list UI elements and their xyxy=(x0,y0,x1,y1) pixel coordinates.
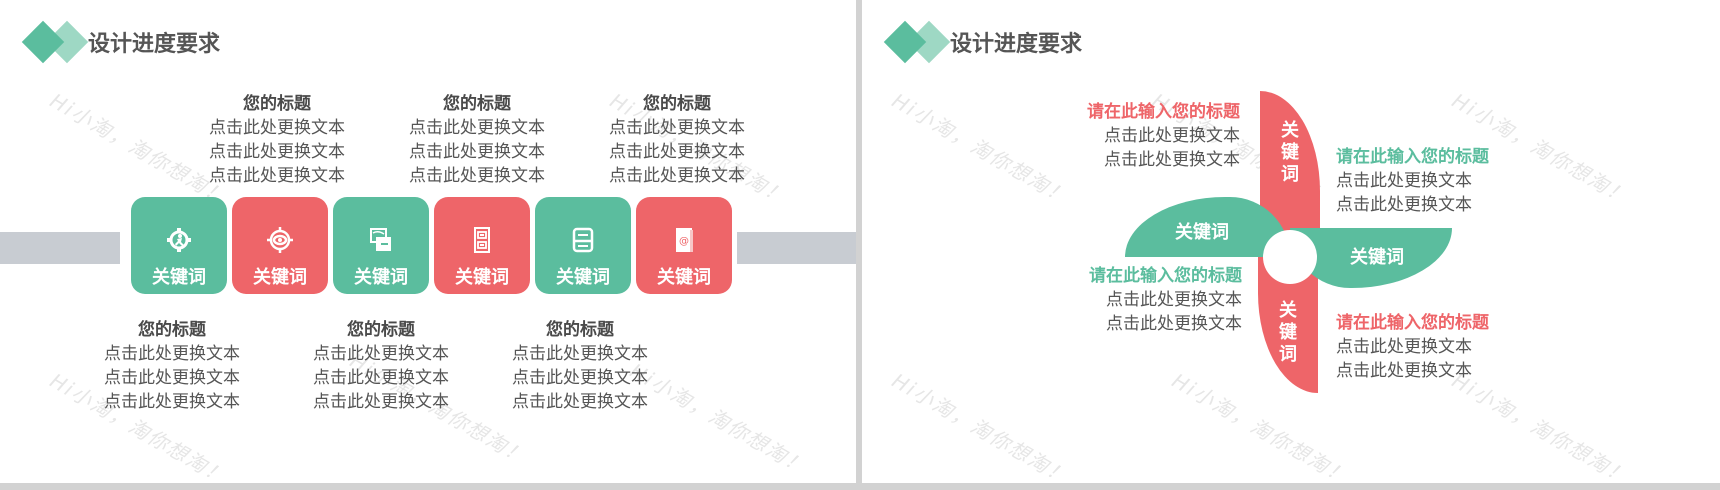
block-line: 点击此处更换文本 xyxy=(209,142,345,162)
petal-label-right: 关键词 xyxy=(1350,247,1404,268)
keyword-tile-4[interactable]: 关键词 xyxy=(434,197,530,294)
block-line: 点击此处更换文本 xyxy=(1336,195,1472,215)
documents-icon xyxy=(333,227,429,253)
gear-runner-icon xyxy=(131,227,227,253)
tile-label: 关键词 xyxy=(354,267,408,288)
block-title: 请在此输入您的标题 xyxy=(1336,313,1489,333)
block-title: 您的标题 xyxy=(243,94,311,114)
center-circle xyxy=(1263,230,1317,284)
block-line: 点击此处更换文本 xyxy=(409,118,545,138)
tile-label: 关键词 xyxy=(455,267,509,288)
block-title: 您的标题 xyxy=(347,320,415,340)
block-line: 点击此处更换文本 xyxy=(512,368,648,388)
block-line: 点击此处更换文本 xyxy=(512,392,648,412)
block-line: 点击此处更换文本 xyxy=(313,368,449,388)
petal-label-top: 关键词 xyxy=(1281,120,1299,185)
keyword-tile-3[interactable]: 关键词 xyxy=(333,197,429,294)
tile-label: 关键词 xyxy=(152,267,206,288)
block-line: 点击此处更换文本 xyxy=(609,142,745,162)
keyword-tile-1[interactable]: 关键词 xyxy=(131,197,227,294)
block-line: 点击此处更换文本 xyxy=(609,166,745,186)
block-line: 点击此处更换文本 xyxy=(1106,290,1242,310)
petal-label-left: 关键词 xyxy=(1175,222,1229,243)
tile-label: 关键词 xyxy=(253,267,307,288)
eye-target-icon xyxy=(232,227,328,253)
text-block-bottom-right: 请在此输入您的标题 点击此处更换文本 点击此处更换文本 xyxy=(1336,311,1566,383)
block-line: 点击此处更换文本 xyxy=(409,166,545,186)
block-title: 请在此输入您的标题 xyxy=(1336,147,1489,167)
text-block: 您的标题 点击此处更换文本 点击此处更换文本 点击此处更换文本 xyxy=(296,318,466,414)
block-title: 您的标题 xyxy=(138,320,206,340)
printer-icon xyxy=(535,227,631,253)
text-block-top-right: 请在此输入您的标题 点击此处更换文本 点击此处更换文本 xyxy=(1336,145,1566,217)
timeline-bar-right xyxy=(737,232,856,264)
svg-text:@: @ xyxy=(679,236,689,247)
block-title: 您的标题 xyxy=(443,94,511,114)
block-line: 点击此处更换文本 xyxy=(1104,150,1240,170)
block-line: 点击此处更换文本 xyxy=(1106,314,1242,334)
watermark: Hi小淘，淘你想淘！ xyxy=(1168,368,1354,483)
text-block-bottom-left: 请在此输入您的标题 点击此处更换文本 点击此处更换文本 xyxy=(1012,264,1242,336)
text-block: 您的标题 点击此处更换文本 点击此处更换文本 点击此处更换文本 xyxy=(87,318,257,414)
text-block: 您的标题 点击此处更换文本 点击此处更换文本 点击此处更换文本 xyxy=(192,92,362,188)
slide-left[interactable]: Hi小淘，淘你想淘！ Hi小淘，淘你想淘！ Hi小淘，淘你想淘！ Hi小淘，淘你… xyxy=(0,0,856,483)
address-book-icon: @ xyxy=(636,227,732,253)
block-line: 点击此处更换文本 xyxy=(104,368,240,388)
block-line: 点击此处更换文本 xyxy=(609,118,745,138)
petal-label-bottom: 关键词 xyxy=(1279,300,1297,365)
block-line: 点击此处更换文本 xyxy=(313,344,449,364)
keyword-tile-6[interactable]: @ 关键词 xyxy=(636,197,732,294)
block-line: 点击此处更换文本 xyxy=(209,118,345,138)
filing-cabinet-icon xyxy=(434,227,530,253)
diamond-dark-icon xyxy=(883,20,927,64)
block-line: 点击此处更换文本 xyxy=(209,166,345,186)
timeline-bar-left xyxy=(0,232,120,264)
text-block: 您的标题 点击此处更换文本 点击此处更换文本 点击此处更换文本 xyxy=(592,92,762,188)
block-line: 点击此处更换文本 xyxy=(409,142,545,162)
block-line: 点击此处更换文本 xyxy=(313,392,449,412)
block-line: 点击此处更换文本 xyxy=(104,392,240,412)
block-title: 请在此输入您的标题 xyxy=(1089,266,1242,286)
keyword-tile-2[interactable]: 关键词 xyxy=(232,197,328,294)
diamond-dark-icon xyxy=(21,20,65,64)
page-title: 设计进度要求 xyxy=(950,32,1083,57)
block-line: 点击此处更换文本 xyxy=(1336,171,1472,191)
block-line: 点击此处更换文本 xyxy=(1104,126,1240,146)
watermark: Hi小淘，淘你想淘！ xyxy=(888,368,1074,483)
text-block-top-left: 请在此输入您的标题 点击此处更换文本 点击此处更换文本 xyxy=(1010,100,1240,172)
block-line: 点击此处更换文本 xyxy=(1336,337,1472,357)
block-title: 您的标题 xyxy=(546,320,614,340)
block-line: 点击此处更换文本 xyxy=(104,344,240,364)
text-block: 您的标题 点击此处更换文本 点击此处更换文本 点击此处更换文本 xyxy=(392,92,562,188)
block-line: 点击此处更换文本 xyxy=(512,344,648,364)
page-title: 设计进度要求 xyxy=(88,32,221,57)
keyword-tile-5[interactable]: 关键词 xyxy=(535,197,631,294)
block-title: 请在此输入您的标题 xyxy=(1087,102,1240,122)
block-title: 您的标题 xyxy=(643,94,711,114)
text-block: 您的标题 点击此处更换文本 点击此处更换文本 点击此处更换文本 xyxy=(495,318,665,414)
tile-label: 关键词 xyxy=(556,267,610,288)
block-line: 点击此处更换文本 xyxy=(1336,361,1472,381)
slide-right[interactable]: Hi小淘，淘你想淘！ Hi小淘，淘你想淘！ Hi小淘，淘你想淘！ Hi小淘，淘你… xyxy=(862,0,1720,483)
tile-label: 关键词 xyxy=(657,267,711,288)
